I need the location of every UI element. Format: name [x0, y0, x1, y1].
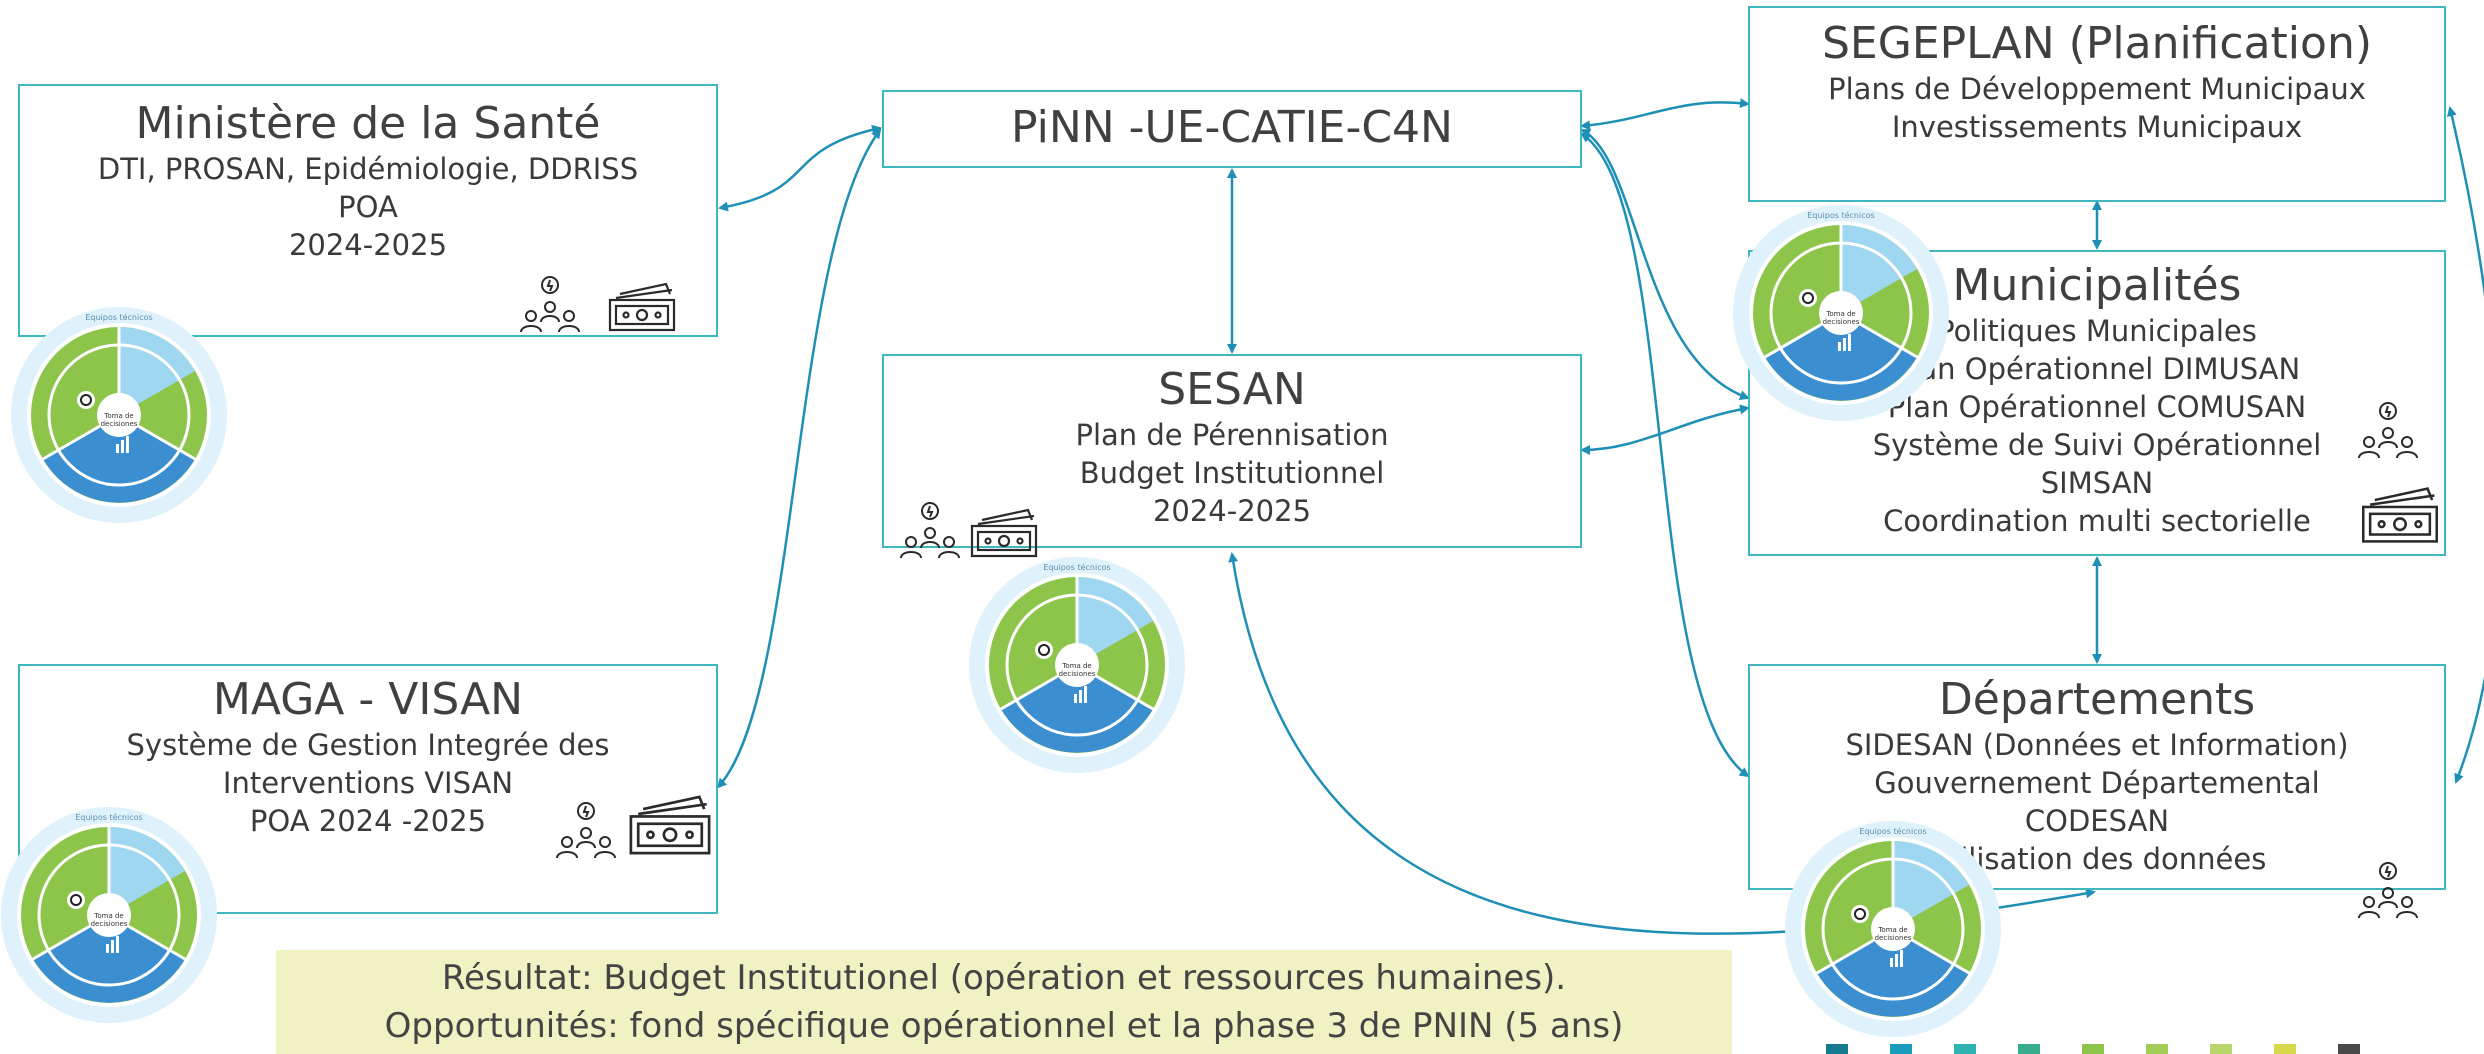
node-maga-visan: MAGA - VISAN Système de Gestion Integrée…: [18, 664, 718, 914]
arrow-pinn-departements: [1580, 132, 1750, 778]
people-idea-icon: [898, 500, 962, 562]
node-line: POA 2024 -2025: [249, 804, 487, 838]
color-stripe: [2274, 1044, 2296, 1054]
people-idea-icon: [518, 274, 582, 336]
arrow-sesan-municipalites: [1580, 404, 1750, 455]
node-line: Système de Gestion Integrée des: [126, 728, 610, 762]
node-ministere-sante: Ministère de la Santé DTI, PROSAN, Epidé…: [18, 84, 718, 337]
node-line: Interventions VISAN: [222, 766, 514, 800]
color-stripe: [1954, 1044, 1976, 1054]
color-stripe: [2018, 1044, 2040, 1054]
node-line: 2024-2025: [1152, 494, 1312, 528]
result-banner: Résultat: Budget Institutionel (opératio…: [276, 950, 1732, 1054]
color-stripe: [2082, 1044, 2104, 1054]
node-line: SIMSAN: [2040, 466, 2154, 500]
node-sesan: SESAN Plan de Pérennisation Budget Insti…: [882, 354, 1582, 548]
node-pinn: PiNN -UE-CATIE-C4N: [882, 90, 1582, 168]
money-icon: [624, 792, 716, 858]
node-line: POA: [338, 190, 398, 224]
node-line: Plan de Pérennisation: [1075, 418, 1389, 452]
node-line: Politiques Municipales: [1937, 314, 2257, 348]
node-title: SESAN: [1158, 364, 1306, 415]
node-title: PiNN -UE-CATIE-C4N: [1011, 102, 1453, 153]
arrow-pinn-segeplan: [1580, 98, 1750, 131]
people-idea-icon: [554, 800, 618, 862]
node-title: Départements: [1938, 674, 2256, 725]
people-idea-icon: [2356, 860, 2420, 922]
color-stripe: [1890, 1044, 1912, 1054]
info-cycle-wheel: [968, 556, 1186, 774]
opportunities-line: Opportunités: fond spécifique opérationn…: [384, 1006, 1624, 1046]
info-cycle-wheel: [1784, 820, 2002, 1038]
node-title: SEGEPLAN (Planification): [1822, 18, 2372, 69]
node-segeplan: SEGEPLAN (Planification) Plans de Dévelo…: [1748, 6, 2446, 202]
node-title: Municipalités: [1952, 260, 2242, 311]
node-line: SIDESAN (Données et Information): [1845, 728, 2349, 762]
money-icon: [968, 506, 1040, 560]
node-title: MAGA - VISAN: [212, 674, 524, 725]
node-line: Gouvernement Départemental: [1874, 766, 2320, 800]
money-icon: [606, 280, 678, 334]
color-stripe: [2338, 1044, 2360, 1054]
arrow-pinn-municipalites: [1580, 128, 1750, 401]
node-line: Coordination multi sectorielle: [1883, 504, 2311, 538]
color-stripe: [1826, 1044, 1848, 1054]
arrow-segeplan-departements: [2446, 106, 2484, 784]
color-stripe: [2146, 1044, 2168, 1054]
node-line: Plan Opérationnel COMUSAN: [1887, 390, 2307, 424]
node-line: Plan Opérationnel DIMUSAN: [1893, 352, 2301, 386]
node-line: Utilisation des données: [1927, 842, 2267, 876]
info-cycle-wheel: [0, 806, 218, 1024]
result-line: Résultat: Budget Institutionel (opératio…: [441, 958, 1567, 998]
arrow-maga-pinn: [716, 128, 882, 789]
node-title: Ministère de la Santé: [135, 98, 601, 149]
info-cycle-wheel: [10, 306, 228, 524]
node-line: 2024-2025: [288, 228, 448, 262]
info-cycle-wheel: [1732, 204, 1950, 422]
people-idea-icon: [2356, 400, 2420, 462]
color-stripe: [2210, 1044, 2232, 1054]
node-line: Investissements Municipaux: [1891, 110, 2303, 144]
node-line: Plans de Développement Municipaux: [1828, 72, 2366, 106]
node-line: Budget Institutionnel: [1079, 456, 1385, 490]
money-icon: [2358, 484, 2442, 546]
node-line: CODESAN: [2024, 804, 2170, 838]
node-line: Système de Suivi Opérationnel: [1872, 428, 2322, 462]
arrow-ministere-pinn: [718, 124, 882, 212]
node-line: DTI, PROSAN, Epidémiologie, DDRISS: [97, 152, 639, 186]
